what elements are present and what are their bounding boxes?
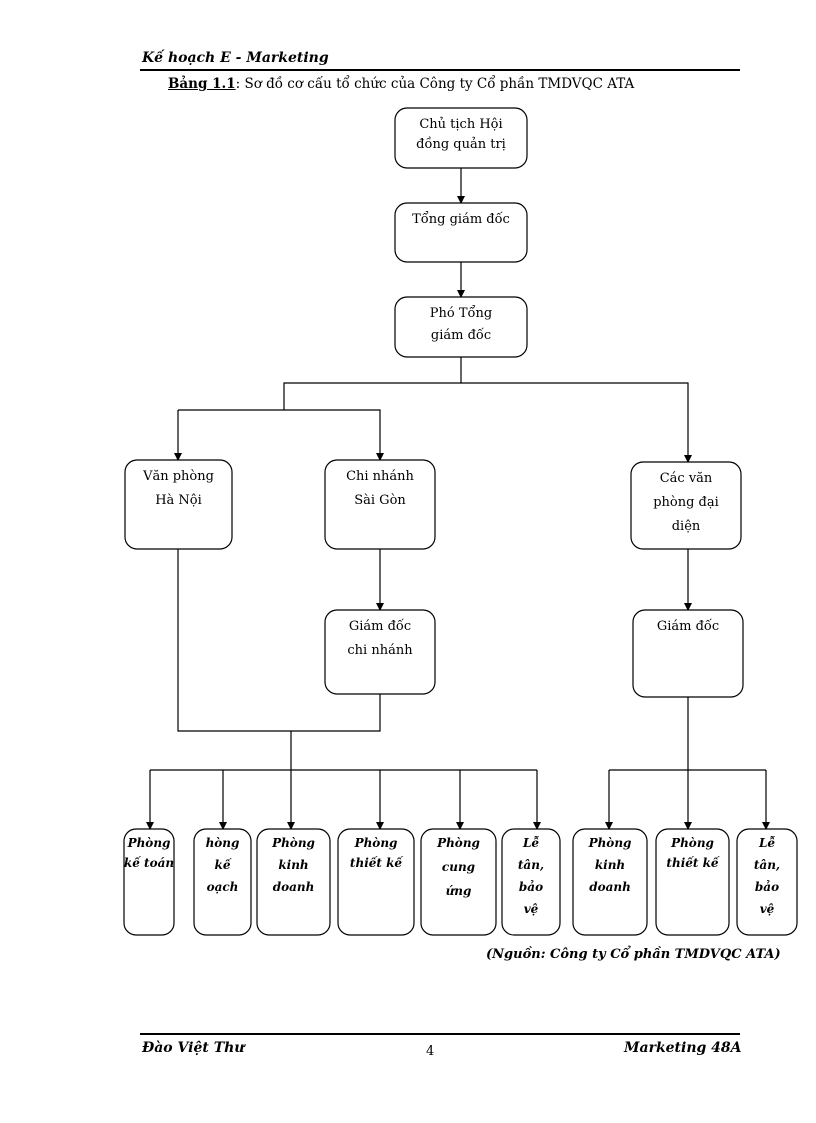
node-rep-offices: Các văn phòng đại diện xyxy=(630,461,742,550)
org-connectors xyxy=(146,168,770,830)
node-label-dept-business-2-2: doanh xyxy=(589,880,631,894)
node-chairman: Chủ tịch Hội đồng quản trị xyxy=(394,107,528,169)
node-ceo: Tổng giám đốc xyxy=(394,202,528,263)
node-label-dept-reception-2-1: tân, xyxy=(754,858,780,872)
node-dept-business-2: Phòng kinh doanh xyxy=(572,828,648,936)
header-divider xyxy=(140,69,740,71)
edge-deputy-rep xyxy=(461,382,692,463)
node-branch-director: Giám đốc chi nhánh xyxy=(324,609,436,695)
node-label-dept-reception-1-2: bảo xyxy=(519,879,543,894)
node-dept-supply: Phòng cung ứng xyxy=(420,828,497,936)
node-label-deputy-ceo-1: giám đốc xyxy=(431,327,491,343)
node-label-branch-director-0: Giám đốc xyxy=(349,618,411,634)
node-label-dept-reception-2-2: bảo xyxy=(755,879,779,894)
node-dept-reception-1: Lễ tân, bảo vệ xyxy=(501,828,561,936)
node-dept-planning: hòng kế oạch xyxy=(193,828,252,936)
node-label-dept-design-1-0: Phòng xyxy=(354,836,398,850)
node-label-saigon-branch-0: Chi nhánh xyxy=(346,469,414,484)
edge-director-join xyxy=(291,694,381,732)
node-box-dept-reception-1 xyxy=(501,828,561,936)
node-dept-design-2: Phòng thiết kế xyxy=(655,828,730,936)
node-label-hanoi-office-0: Văn phòng xyxy=(142,469,214,484)
node-dept-reception-2: Lễ tân, bảo vệ xyxy=(736,828,798,936)
node-label-dept-business-2-1: kinh xyxy=(595,858,625,872)
node-label-chairman-0: Chủ tịch Hội xyxy=(419,117,502,132)
document-header-title: Kế hoạch E - Marketing xyxy=(142,50,329,66)
node-box-dept-design-1 xyxy=(337,828,415,936)
node-label-dept-design-1-1: thiết kế xyxy=(350,855,404,870)
node-label-ceo-0: Tổng giám đốc xyxy=(412,211,510,227)
node-box-chairman xyxy=(394,107,528,169)
node-box-saigon-branch xyxy=(324,459,436,550)
footer-author: Đào Việt Thư xyxy=(142,1040,245,1056)
node-label-hanoi-office-1: Hà Nội xyxy=(155,493,202,508)
node-label-dept-design-2-1: thiết kế xyxy=(666,855,720,870)
node-box-rep-director xyxy=(632,609,744,698)
node-label-dept-planning-2: oạch xyxy=(207,880,239,894)
footer-divider xyxy=(140,1033,740,1035)
node-label-dept-planning-1: kế xyxy=(215,857,233,872)
node-box-deputy-ceo xyxy=(394,296,528,358)
node-label-branch-director-1: chi nhánh xyxy=(347,643,413,658)
edge-deputy-bus xyxy=(283,357,462,410)
node-box-rep-offices xyxy=(630,461,742,550)
node-label-saigon-branch-1: Sài Gòn xyxy=(354,493,406,508)
node-box-dept-business-2 xyxy=(572,828,648,936)
node-label-dept-reception-1-3: vệ xyxy=(524,902,539,916)
edge-to-saigon xyxy=(178,409,384,461)
node-box-dept-accounting xyxy=(123,828,175,936)
node-label-dept-reception-1-0: Lễ xyxy=(522,835,539,850)
node-dept-business-1: Phòng kinh doanh xyxy=(256,828,331,936)
node-label-rep-director-0: Giám đốc xyxy=(657,618,719,634)
node-label-dept-supply-2: ứng xyxy=(446,884,472,898)
node-box-dept-supply xyxy=(420,828,497,936)
node-label-rep-offices-2: diện xyxy=(672,519,701,534)
node-box-branch-director xyxy=(324,609,436,695)
node-label-dept-reception-2-3: vệ xyxy=(760,902,775,916)
node-label-dept-business-1-0: Phòng xyxy=(271,836,315,850)
node-label-dept-business-1-2: doanh xyxy=(273,880,315,894)
node-box-dept-planning xyxy=(193,828,252,936)
node-dept-accounting: Phòng kế toán xyxy=(123,828,175,936)
node-rep-director: Giám đốc xyxy=(632,609,744,698)
node-label-dept-supply-0: Phòng xyxy=(436,836,480,850)
node-label-dept-business-2-0: Phòng xyxy=(588,836,632,850)
caption-text: : Sơ đồ cơ cấu tổ chức của Công ty Cổ ph… xyxy=(235,76,635,92)
caption-label: Bảng 1.1 xyxy=(168,76,236,92)
node-box-dept-business-1 xyxy=(256,828,331,936)
node-label-dept-reception-2-0: Lễ xyxy=(758,835,775,850)
node-box-dept-design-2 xyxy=(655,828,730,936)
node-dept-design-1: Phòng thiết kế xyxy=(337,828,415,936)
footer-page-number: 4 xyxy=(426,1044,435,1059)
node-hanoi-office: Văn phòng Hà Nội xyxy=(124,459,233,550)
node-box-ceo xyxy=(394,202,528,263)
node-label-dept-accounting-1: kế toán xyxy=(124,855,174,870)
node-label-deputy-ceo-0: Phó Tổng xyxy=(430,305,492,321)
footer-class: Marketing 48A xyxy=(624,1040,742,1056)
node-label-dept-design-2-0: Phòng xyxy=(670,836,714,850)
source-note: (Nguồn: Công ty Cổ phần TMDVQC ATA) xyxy=(486,947,781,962)
node-label-dept-planning-0: hòng xyxy=(206,836,240,850)
node-label-rep-offices-1: phòng đại xyxy=(653,495,719,510)
node-box-hanoi-office xyxy=(124,459,233,550)
node-label-rep-offices-0: Các văn xyxy=(660,471,713,486)
node-label-dept-business-1-1: kinh xyxy=(278,858,308,872)
diagram-caption: Bảng 1.1: Sơ đồ cơ cấu tổ chức của Công … xyxy=(168,76,634,92)
node-label-dept-accounting-0: Phòng xyxy=(127,836,171,850)
node-deputy-ceo: Phó Tổng giám đốc xyxy=(394,296,528,358)
node-label-chairman-1: đồng quản trị xyxy=(416,136,506,152)
node-box-dept-reception-2 xyxy=(736,828,798,936)
node-label-dept-reception-1-1: tân, xyxy=(518,858,544,872)
edge-hanoi-join xyxy=(177,549,291,732)
node-label-dept-supply-1: cung xyxy=(442,860,475,874)
